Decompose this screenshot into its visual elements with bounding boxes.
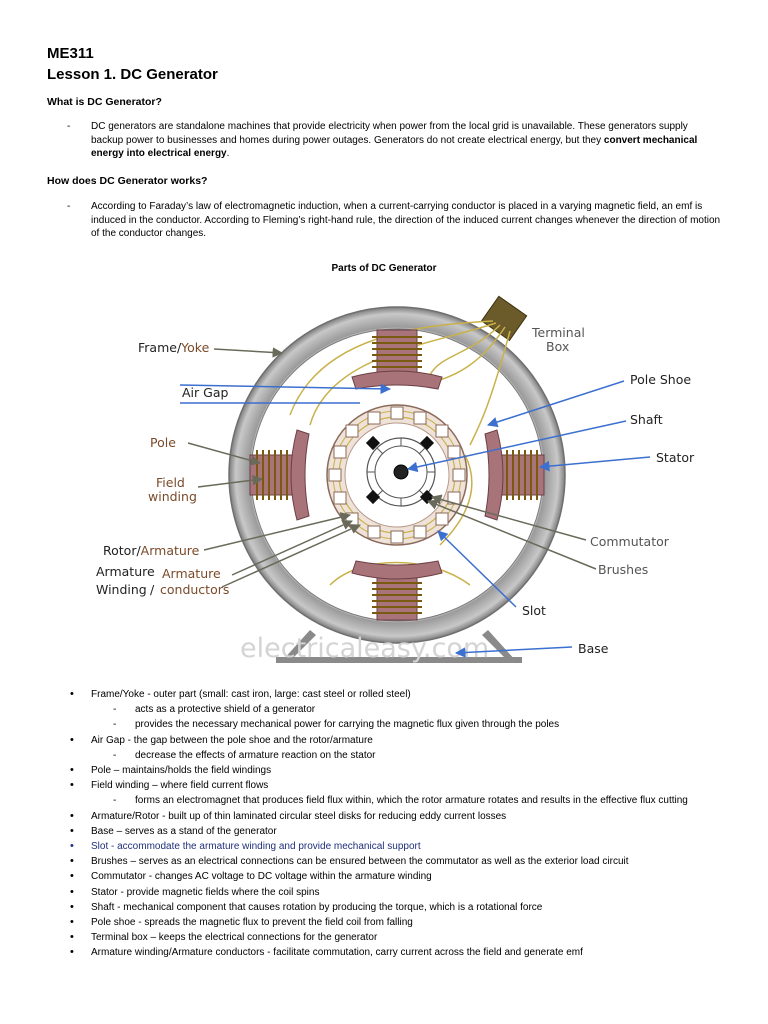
label-field-winding-2: winding xyxy=(148,489,197,504)
list-item: Air Gap - the gap between the pole shoe … xyxy=(70,733,750,764)
list-item-text: Terminal box – keeps the electrical conn… xyxy=(91,932,378,944)
list-item-text: Shaft - mechanical component that causes… xyxy=(91,901,543,913)
list-item: Shaft - mechanical component that causes… xyxy=(70,900,750,915)
sub-list-item: acts as a protective shield of a generat… xyxy=(91,702,750,717)
label-slash: / xyxy=(150,582,155,597)
label-stator: Stator xyxy=(656,450,695,465)
definition-text: DC generators are standalone machines th… xyxy=(91,120,721,161)
label-shaft: Shaft xyxy=(630,412,663,427)
watermark: electricaleasy.com xyxy=(240,633,489,664)
label-terminal-box-2: Box xyxy=(546,339,569,354)
list-item-text: Frame/Yoke - outer part (small: cast iro… xyxy=(91,689,411,700)
label-air-gap: Air Gap xyxy=(182,385,228,400)
list-item: Terminal box – keeps the electrical conn… xyxy=(70,930,750,945)
sub-list: acts as a protective shield of a generat… xyxy=(91,702,750,733)
definition-text-start: DC generators are standalone machines th… xyxy=(91,121,688,146)
terminal-box xyxy=(480,295,528,342)
label-armature-winding-1: Armature xyxy=(96,564,155,579)
label-field-winding-1: Field xyxy=(156,475,185,490)
lesson-title: Lesson 1. DC Generator xyxy=(47,66,218,83)
label-rotor-armature: Rotor/Armature xyxy=(103,543,200,558)
dash-marker: - xyxy=(67,121,71,132)
list-item: Armature/Rotor - built up of thin lamina… xyxy=(70,809,750,824)
definition-text-bold: convert mechanical energy into electrica… xyxy=(91,134,698,160)
base-stand xyxy=(276,630,522,663)
list-item: Frame/Yoke - outer part (small: cast iro… xyxy=(70,687,750,733)
list-item-text: Commutator - changes AC voltage to DC vo… xyxy=(91,871,432,883)
list-item: Pole shoe - spreads the magnetic flux to… xyxy=(70,915,750,930)
label-armature-winding-2: Winding xyxy=(96,582,147,597)
list-item-text: Stator - provide magnetic fields where t… xyxy=(91,886,320,898)
list-item-text: Field winding – where field current flow… xyxy=(91,780,269,792)
list-item-text: Brushes – serves as an electrical connec… xyxy=(91,856,629,868)
sub-list: forms an electromagnet that produces fie… xyxy=(91,793,750,808)
list-item-text: Air Gap - the gap between the pole shoe … xyxy=(91,734,373,746)
list-item: Armature winding/Armature conductors - f… xyxy=(70,945,750,960)
diagram-labels: Frame/Yoke Air Gap Pole Field winding Ro… xyxy=(96,325,695,656)
label-brushes: Brushes xyxy=(598,562,648,577)
list-item-text: Pole shoe - spreads the magnetic flux to… xyxy=(91,917,413,929)
label-armature-conductors-1: Armature xyxy=(162,566,221,581)
list-item-text: Base – serves as a stand of the generato… xyxy=(91,825,277,837)
dc-generator-diagram: electricaleasy.com Frame/Yoke Air Gap xyxy=(96,295,695,664)
label-pole-shoe: Pole Shoe xyxy=(630,372,691,387)
label-frame-yoke: Frame/Yoke xyxy=(138,340,210,355)
figure-title: Parts of DC Generator xyxy=(331,263,437,274)
label-slot: Slot xyxy=(522,603,546,618)
label-commutator: Commutator xyxy=(590,534,670,549)
list-item-text: Armature winding/Armature conductors - f… xyxy=(91,947,583,959)
question-how-works: How does DC Generator works? xyxy=(47,175,208,187)
definition-text-end: . xyxy=(226,148,230,159)
list-item-text: Pole – maintains/holds the field winding… xyxy=(91,765,272,777)
blue-leader-arrows xyxy=(179,380,651,658)
list-item-text: Slot - accommodate the armature winding … xyxy=(91,841,421,853)
label-base: Base xyxy=(578,641,609,656)
list-item: Brushes – serves as an electrical connec… xyxy=(70,854,750,869)
list-item: Stator - provide magnetic fields where t… xyxy=(70,885,750,900)
sub-list: decrease the effects of armature reactio… xyxy=(91,748,750,763)
list-item: Pole – maintains/holds the field winding… xyxy=(70,763,750,778)
question-what-is: What is DC Generator? xyxy=(47,96,162,108)
list-item: Field winding – where field current flow… xyxy=(70,778,750,809)
list-item: Slot - accommodate the armature winding … xyxy=(70,839,750,854)
list-item: Base – serves as a stand of the generato… xyxy=(70,824,750,839)
sub-list-item: decrease the effects of armature reactio… xyxy=(91,748,750,763)
sub-list-item: provides the necessary mechanical power … xyxy=(91,717,750,732)
list-item-text: Armature/Rotor - built up of thin lamina… xyxy=(91,810,507,822)
label-pole: Pole xyxy=(150,435,176,450)
label-terminal-box-1: Terminal xyxy=(531,325,585,340)
shaft xyxy=(393,464,409,480)
parts-list: Frame/Yoke - outer part (small: cast iro… xyxy=(70,687,750,961)
sub-list-item: forms an electromagnet that produces fie… xyxy=(91,793,750,808)
principle-text: According to Faraday’s law of electromag… xyxy=(91,201,721,239)
label-armature-conductors-2: conductors xyxy=(160,582,229,597)
course-code: ME311 xyxy=(47,45,94,62)
dash-marker: - xyxy=(67,201,71,212)
gray-leader-arrows xyxy=(187,347,597,588)
list-item: Commutator - changes AC voltage to DC vo… xyxy=(70,869,750,884)
